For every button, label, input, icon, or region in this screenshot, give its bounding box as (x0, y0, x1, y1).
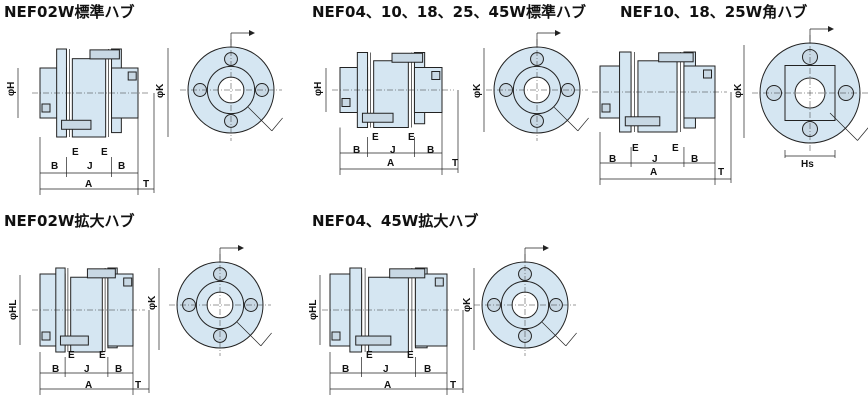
dim-label-a: A (85, 380, 92, 391)
set-screw (601, 103, 611, 113)
panel-title: NEF02W拡大ハブ (4, 212, 134, 230)
panel-nef02w-enlarged-hub: NEF02W拡大ハブ φHL φK E E B J B A T (4, 212, 158, 391)
dim-label-e: E (407, 350, 414, 361)
section-arrow (577, 117, 589, 132)
section-line (553, 106, 579, 132)
reamer-bolt (624, 116, 661, 127)
dim-label-e: E (632, 143, 639, 154)
reamer-bolt (361, 112, 394, 123)
dim-label-b: B (51, 161, 58, 172)
dim-label-j: J (87, 161, 93, 172)
reamer-bolt (389, 268, 426, 279)
drawing-shapes (17, 26, 868, 395)
arrow-icon (249, 30, 255, 36)
reamer-bolt (89, 49, 120, 60)
dim-label-t: T (135, 380, 141, 391)
dim-label-a: A (387, 158, 394, 169)
panel-nef04-45w-enlarged-hub: NEF04、45W拡大ハブ φHL φK E E B J B A T (308, 212, 478, 391)
section-line (541, 321, 567, 347)
set-screw (41, 103, 51, 113)
panel-nef10-25w-square-hub: NEF10、18、25W角ハブ φK E E B J B A T Hs (609, 3, 814, 178)
dim-label-dia-hl: φHL (308, 300, 319, 320)
dim-label-j: J (84, 364, 90, 375)
dim-label-a: A (384, 380, 391, 391)
dim-label-a: A (650, 167, 657, 178)
reamer-bolt (61, 119, 92, 130)
dim-label-a: A (85, 179, 92, 190)
panel-nef04-45w-standard-hub: NEF04、10、18、25、45W標準ハブ φH φK E E B J B A… (312, 3, 586, 169)
set-screw (703, 69, 712, 79)
dim-label-dia-hl: φHL (8, 300, 19, 320)
dim-label-b: B (609, 154, 616, 165)
panel-nef02w-standard-hub: NEF02W標準ハブ φH φK E E B J B A T (4, 3, 166, 190)
reamer-bolt (391, 52, 424, 63)
dim-label-j: J (390, 145, 396, 156)
section-arrow (565, 332, 577, 347)
set-screw (341, 98, 351, 107)
dim-label-j: J (383, 364, 389, 375)
set-screw (41, 331, 51, 341)
set-screw (431, 71, 441, 80)
section-arrow (271, 117, 283, 132)
dim-label-hs: Hs (801, 159, 814, 170)
set-screw (123, 277, 133, 287)
dim-label-b: B (52, 364, 59, 375)
reamer-bolt (355, 335, 392, 346)
set-screw (434, 277, 444, 287)
dim-label-b: B (115, 364, 122, 375)
reamer-bolt (658, 52, 694, 63)
dim-label-dia-k: φK (147, 295, 158, 310)
dim-label-t: T (450, 380, 456, 391)
dim-label-b: B (353, 145, 360, 156)
arrow-icon (828, 26, 834, 32)
dim-label-e: E (68, 350, 75, 361)
section-arrow (857, 127, 868, 141)
dim-label-dia-k: φK (472, 83, 483, 98)
section-line (247, 106, 273, 132)
dim-label-dia-k: φK (462, 297, 473, 312)
dim-label-b: B (118, 161, 125, 172)
dim-label-e: E (101, 147, 108, 158)
dim-label-b: B (691, 154, 698, 165)
dim-label-dia-h: φH (6, 82, 17, 96)
reamer-bolt (59, 335, 89, 346)
dim-label-e: E (672, 143, 679, 154)
panel-title: NEF04、10、18、25、45W標準ハブ (312, 3, 586, 21)
dim-label-e: E (72, 147, 79, 158)
panel-title: NEF10、18、25W角ハブ (620, 3, 807, 21)
dim-label-t: T (718, 167, 724, 178)
dim-label-j: J (652, 154, 658, 165)
section-line (236, 321, 262, 347)
arrow-icon (238, 245, 244, 251)
dim-label-dia-k: φK (155, 83, 166, 98)
arrow-icon (543, 245, 549, 251)
dim-label-dia-h: φH (313, 82, 324, 96)
section-arrow (260, 332, 272, 347)
dim-label-b: B (342, 364, 349, 375)
dim-label-dia-k: φK (733, 83, 744, 98)
panel-title: NEF02W標準ハブ (4, 3, 134, 21)
section-line (829, 112, 858, 141)
panel-title: NEF04、45W拡大ハブ (312, 212, 478, 230)
dim-label-t: T (143, 179, 149, 190)
dim-label-e: E (99, 350, 106, 361)
dim-label-b: B (424, 364, 431, 375)
set-screw (331, 331, 341, 341)
reamer-bolt (86, 268, 116, 279)
dim-label-e: E (366, 350, 373, 361)
dim-label-t: T (452, 158, 458, 169)
dim-label-e: E (408, 132, 415, 143)
dim-label-b: B (427, 145, 434, 156)
arrow-icon (555, 30, 561, 36)
dim-label-e: E (372, 132, 379, 143)
set-screw (127, 71, 137, 81)
